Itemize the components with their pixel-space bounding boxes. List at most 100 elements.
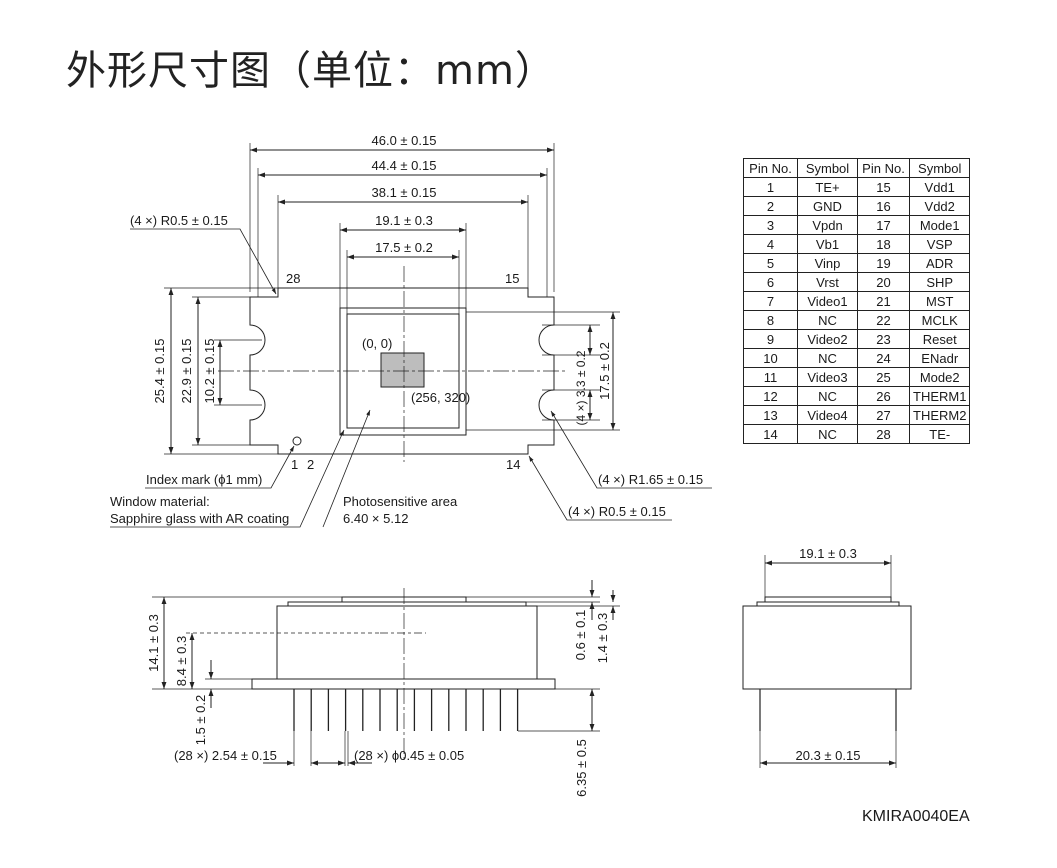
- side-lid: [287, 601, 527, 607]
- pin-number: 22: [857, 310, 910, 330]
- corner-radius-top: (4 ×) R0.5 ± 0.15: [130, 213, 228, 228]
- pin-label-28: 28: [286, 271, 300, 286]
- pin-number: 26: [857, 386, 910, 406]
- pin-symbol: Video1: [797, 291, 858, 311]
- corner-radius-bottom: (4 ×) R0.5 ± 0.15: [568, 504, 666, 519]
- photosensitive-size: 6.40 × 5.12: [343, 511, 408, 526]
- pin-label-2: 2: [307, 457, 314, 472]
- side-pins: [293, 689, 519, 731]
- pin-number: 20: [857, 272, 910, 292]
- pin-number: 27: [857, 405, 910, 425]
- pin-symbol: Mode2: [908, 367, 971, 387]
- index-mark: [292, 436, 302, 446]
- pin-number: 4: [743, 234, 798, 254]
- pin-symbol: Video3: [797, 367, 858, 387]
- pin-number: 12: [743, 386, 798, 406]
- pin-symbol: ADR: [908, 253, 971, 273]
- page-title: 外形尺寸图（单位：mm）: [66, 48, 556, 94]
- pin-number: 17: [857, 215, 910, 235]
- pin-number: 11: [743, 367, 798, 387]
- dim-19: 19.1 ± 0.3: [375, 213, 433, 228]
- pin-symbol: Vdd2: [908, 196, 971, 216]
- pin-symbol: TE+: [797, 177, 858, 197]
- end-window-cap: [764, 596, 892, 603]
- pin-number: 16: [857, 196, 910, 216]
- pin-number: 28: [857, 424, 910, 444]
- pin-number: 6: [743, 272, 798, 292]
- end-lid: [756, 601, 900, 607]
- pin-symbol: Vb1: [797, 234, 858, 254]
- dim-46: 46.0 ± 0.15: [372, 133, 437, 148]
- document-code: KMIRA0040EA: [862, 808, 970, 825]
- pin-symbol: Reset: [908, 329, 971, 349]
- pin-symbol: NC: [797, 348, 858, 368]
- package-outline: [249, 287, 555, 455]
- side-body: [276, 605, 538, 680]
- pitch-label: (28 ×) 2.54 ± 0.15: [174, 748, 277, 763]
- height-25: 25.4 ± 0.15: [152, 339, 167, 404]
- pin-symbol: VSP: [908, 234, 971, 254]
- height-8: 8.4 ± 0.3: [174, 636, 189, 687]
- dim-1-4: 1.4 ± 0.3: [595, 613, 610, 664]
- header-symbol-1: Symbol: [797, 158, 858, 178]
- pin-number: 8: [743, 310, 798, 330]
- pin-number: 10: [743, 348, 798, 368]
- pin-symbol: Vpdn: [797, 215, 858, 235]
- pin-symbol: TE-: [908, 424, 971, 444]
- header-symbol-2: Symbol: [908, 158, 971, 178]
- photosensitive-label: Photosensitive area: [343, 494, 458, 509]
- height-1-5: 1.5 ± 0.2: [193, 695, 208, 746]
- window-material-value: Sapphire glass with AR coating: [110, 511, 289, 526]
- pin-symbol: NC: [797, 386, 858, 406]
- pin-number: 15: [857, 177, 910, 197]
- window-frame: [339, 307, 467, 436]
- height-17-right: 17.5 ± 0.2: [597, 342, 612, 400]
- pin-number: 9: [743, 329, 798, 349]
- pin-length: 6.35 ± 0.5: [574, 739, 589, 797]
- pin-symbol: ENadr: [908, 348, 971, 368]
- end-dim-20: 20.3 ± 0.15: [796, 748, 861, 763]
- pin-number: 3: [743, 215, 798, 235]
- pin-number: 23: [857, 329, 910, 349]
- pin-label-1: 1: [291, 457, 298, 472]
- pin-symbol: GND: [797, 196, 858, 216]
- header-pin-no-1: Pin No.: [743, 158, 798, 178]
- pin-symbol: Vrst: [797, 272, 858, 292]
- pin-number: 7: [743, 291, 798, 311]
- side-flange: [251, 678, 556, 690]
- dim-0-6: 0.6 ± 0.1: [573, 610, 588, 661]
- coord-origin: (0, 0): [362, 336, 392, 351]
- pin-symbol: NC: [797, 310, 858, 330]
- pin-number: 14: [743, 424, 798, 444]
- pin-table-header: Pin No. Symbol Pin No. Symbol: [743, 158, 971, 178]
- pin-number: 21: [857, 291, 910, 311]
- pin-symbol: MST: [908, 291, 971, 311]
- photosensitive-area: [380, 352, 425, 388]
- pin-symbol: THERM2: [908, 405, 971, 425]
- height-10: 10.2 ± 0.15: [202, 339, 217, 404]
- pin-symbol: Vdd1: [908, 177, 971, 197]
- pin-symbol: THERM1: [908, 386, 971, 406]
- height-22: 22.9 ± 0.15: [179, 339, 194, 404]
- pin-symbol: Video2: [797, 329, 858, 349]
- notch-radius-label: (4 ×) R1.65 ± 0.15: [598, 472, 703, 487]
- index-mark-label: Index mark (ϕ1 mm): [146, 472, 262, 487]
- pin-label-15: 15: [505, 271, 519, 286]
- pin-number: 13: [743, 405, 798, 425]
- end-body: [742, 605, 912, 690]
